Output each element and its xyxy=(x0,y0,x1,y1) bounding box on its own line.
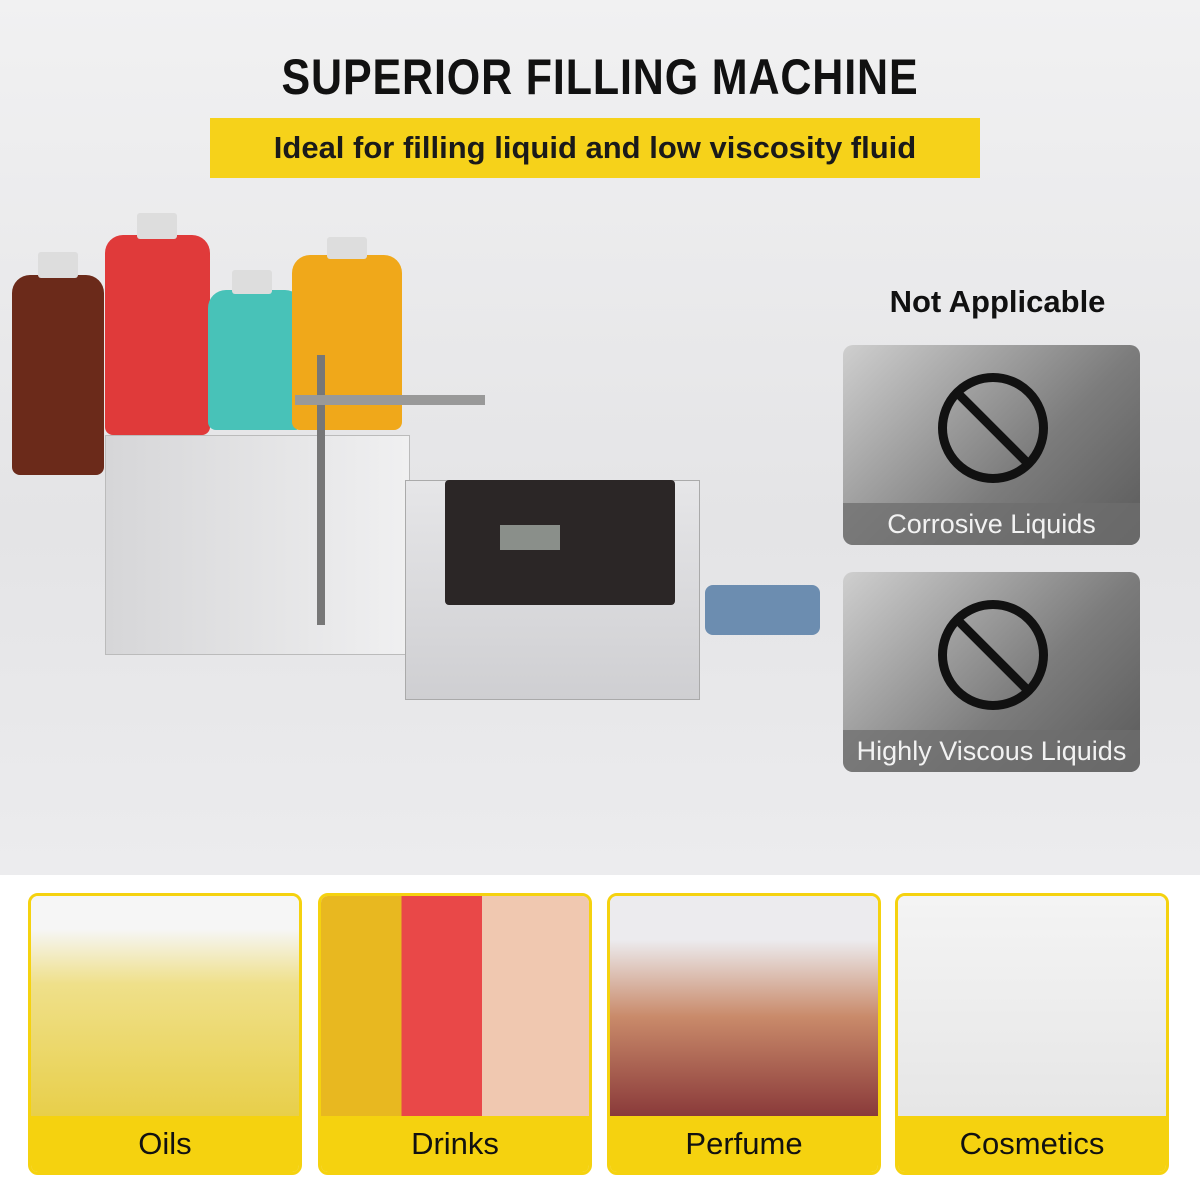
nozzle-arm xyxy=(295,395,485,405)
bottle-brown xyxy=(12,275,104,475)
filling-machine xyxy=(105,355,820,700)
card-label: Corrosive Liquids xyxy=(843,503,1140,545)
drinks-image xyxy=(321,896,589,1116)
card-label: Perfume xyxy=(610,1116,878,1172)
foot-pedal xyxy=(705,585,820,635)
cosmetics-image xyxy=(898,896,1166,1116)
oils-image xyxy=(31,896,299,1116)
bottle-red xyxy=(105,235,210,435)
card-label: Drinks xyxy=(321,1116,589,1172)
perfume-image xyxy=(610,896,878,1116)
bottle-cap xyxy=(327,237,367,259)
subtitle-banner: Ideal for filling liquid and low viscosi… xyxy=(210,118,980,178)
not-applicable-card-corrosive: Corrosive Liquids xyxy=(843,345,1140,545)
card-label: Highly Viscous Liquids xyxy=(843,730,1140,772)
application-card-drinks: Drinks xyxy=(318,893,592,1175)
prohibited-icon xyxy=(938,600,1048,710)
card-label: Oils xyxy=(31,1116,299,1172)
machine-side xyxy=(105,435,410,655)
not-applicable-card-viscous: Highly Viscous Liquids xyxy=(843,572,1140,772)
not-applicable-heading: Not Applicable xyxy=(889,284,1106,319)
card-label: Cosmetics xyxy=(898,1116,1166,1172)
control-panel xyxy=(445,480,675,605)
nozzle-rod xyxy=(317,355,325,625)
bottle-cap xyxy=(38,252,78,278)
bottle-cap xyxy=(232,270,272,294)
prohibited-icon xyxy=(938,373,1048,483)
page-title: SUPERIOR FILLING MACHINE xyxy=(281,49,919,105)
product-hero: SUPERIOR FILLING MACHINE Ideal for filli… xyxy=(0,0,1200,875)
bottle-teal xyxy=(208,290,303,430)
application-card-cosmetics: Cosmetics xyxy=(895,893,1169,1175)
application-card-perfume: Perfume xyxy=(607,893,881,1175)
bottle-cap xyxy=(137,213,177,239)
application-card-oils: Oils xyxy=(28,893,302,1175)
